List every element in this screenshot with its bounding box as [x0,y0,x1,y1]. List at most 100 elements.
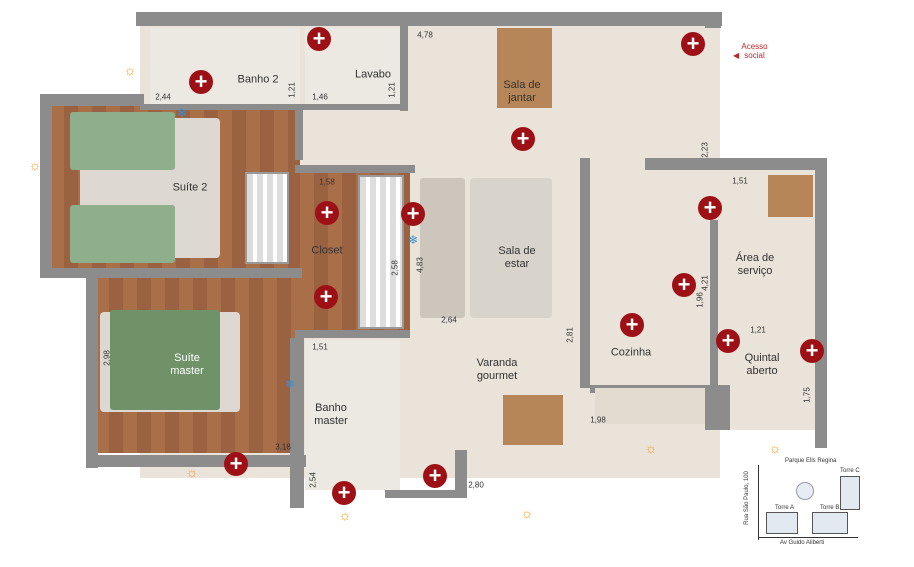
plus-marker-button[interactable]: + [315,201,339,225]
plus-marker-button[interactable]: + [800,339,824,363]
banho-master-floor [305,340,400,490]
dimension: 1,21 [750,325,766,335]
dimension: 4,83 [415,257,425,273]
wall [40,94,144,106]
sun-icon: ☼ [338,507,352,523]
site-top-label: Parque Ells Regina [785,458,837,464]
tower-label: Torre B [820,505,840,511]
room-label: Suíte 2 [172,181,208,194]
dining-table [497,28,552,108]
dimension: 2,23 [700,142,710,158]
dimension: 1,21 [287,82,297,98]
dimension: 3,18 [275,442,291,452]
tower-label: Torre A [775,505,795,511]
plus-marker-button[interactable]: + [314,285,338,309]
plus-marker-button[interactable]: + [681,32,705,56]
wall [295,330,410,338]
wardrobe [358,175,404,329]
access-social-label: ◀ Acesso social [733,42,768,60]
site-line [758,465,759,540]
room-label: Cozinha [610,346,652,359]
plus-marker-button[interactable]: + [189,70,213,94]
site-bottom-label: Av Guido Aliberti [780,540,825,546]
plus-marker-button[interactable]: + [307,27,331,51]
wall [86,455,306,467]
arrow-left-icon: ◀ [733,51,740,60]
bed [110,310,220,410]
sun-icon: ☼ [28,157,42,173]
wardrobe [245,172,289,264]
room-label: Banho 2 [237,73,279,86]
site-left-label: Rua São Paulo, 100 [743,471,750,525]
dimension: 2,80 [468,480,484,490]
dimension: 1,96 [695,292,705,308]
balcony-table [503,395,563,445]
wall [645,158,825,170]
wall [580,158,590,388]
plus-marker-button[interactable]: + [401,202,425,226]
room-label: Quintal aberto [744,352,780,377]
wall [815,158,827,448]
wall [140,104,405,110]
dimension: 1,51 [312,342,328,352]
plus-marker-button[interactable]: + [672,273,696,297]
wall [136,12,722,26]
plus-marker-button[interactable]: + [698,196,722,220]
plus-marker-button[interactable]: + [620,313,644,337]
wall [40,94,52,274]
room-label: Sala de jantar [503,79,541,104]
wall [290,338,304,508]
dimension: 4,78 [417,30,433,40]
rug [470,178,552,318]
wall [295,106,303,160]
plus-marker-button[interactable]: + [716,329,740,353]
dimension: 4,21 [700,275,710,291]
sofa [420,178,465,318]
plus-marker-button[interactable]: + [423,464,447,488]
room-label: Sala de estar [498,245,536,270]
wall [455,450,467,498]
dimension: 2,64 [441,315,457,325]
bed [70,205,175,263]
snowflake-icon: ❄ [407,233,419,247]
room-label: Área de serviço [735,252,775,277]
compass-icon [796,482,814,500]
dimension: 1,21 [387,82,397,98]
room-label: Lavabo [354,68,392,81]
dimension: 2,98 [102,350,112,366]
sun-icon: ☼ [768,440,782,456]
snowflake-icon: ❄ [176,106,188,120]
plus-marker-button[interactable]: + [332,481,356,505]
tower-a [766,512,798,534]
tower-label: Torre C [840,468,860,474]
wall [710,220,718,430]
wall [400,26,408,111]
dimension: 2,58 [390,260,400,276]
wall [705,385,730,430]
dimension: 1,51 [732,176,748,186]
room-label: Closet [311,244,343,257]
banho2-floor [150,28,300,106]
dimension: 1,58 [319,177,335,187]
dimension: 2,44 [155,92,171,102]
sun-icon: ☼ [123,62,137,78]
tower-b [812,512,848,534]
dimension: 1,98 [590,415,606,425]
snowflake-icon: ❄ [284,377,296,391]
room-label: Varanda gourmet [476,357,518,382]
site-line [758,537,858,538]
bed [70,112,175,170]
tower-c [840,476,860,510]
plus-marker-button[interactable]: + [511,127,535,151]
sun-icon: ☼ [644,440,658,456]
cabinet [768,175,813,217]
dimension: 2,54 [308,472,318,488]
wall [295,165,415,173]
wall [86,278,98,468]
dimension: 1,46 [312,92,328,102]
sun-icon: ☼ [520,505,534,521]
dimension: 2,81 [565,327,575,343]
wall [705,18,721,28]
plus-marker-button[interactable]: + [224,452,248,476]
